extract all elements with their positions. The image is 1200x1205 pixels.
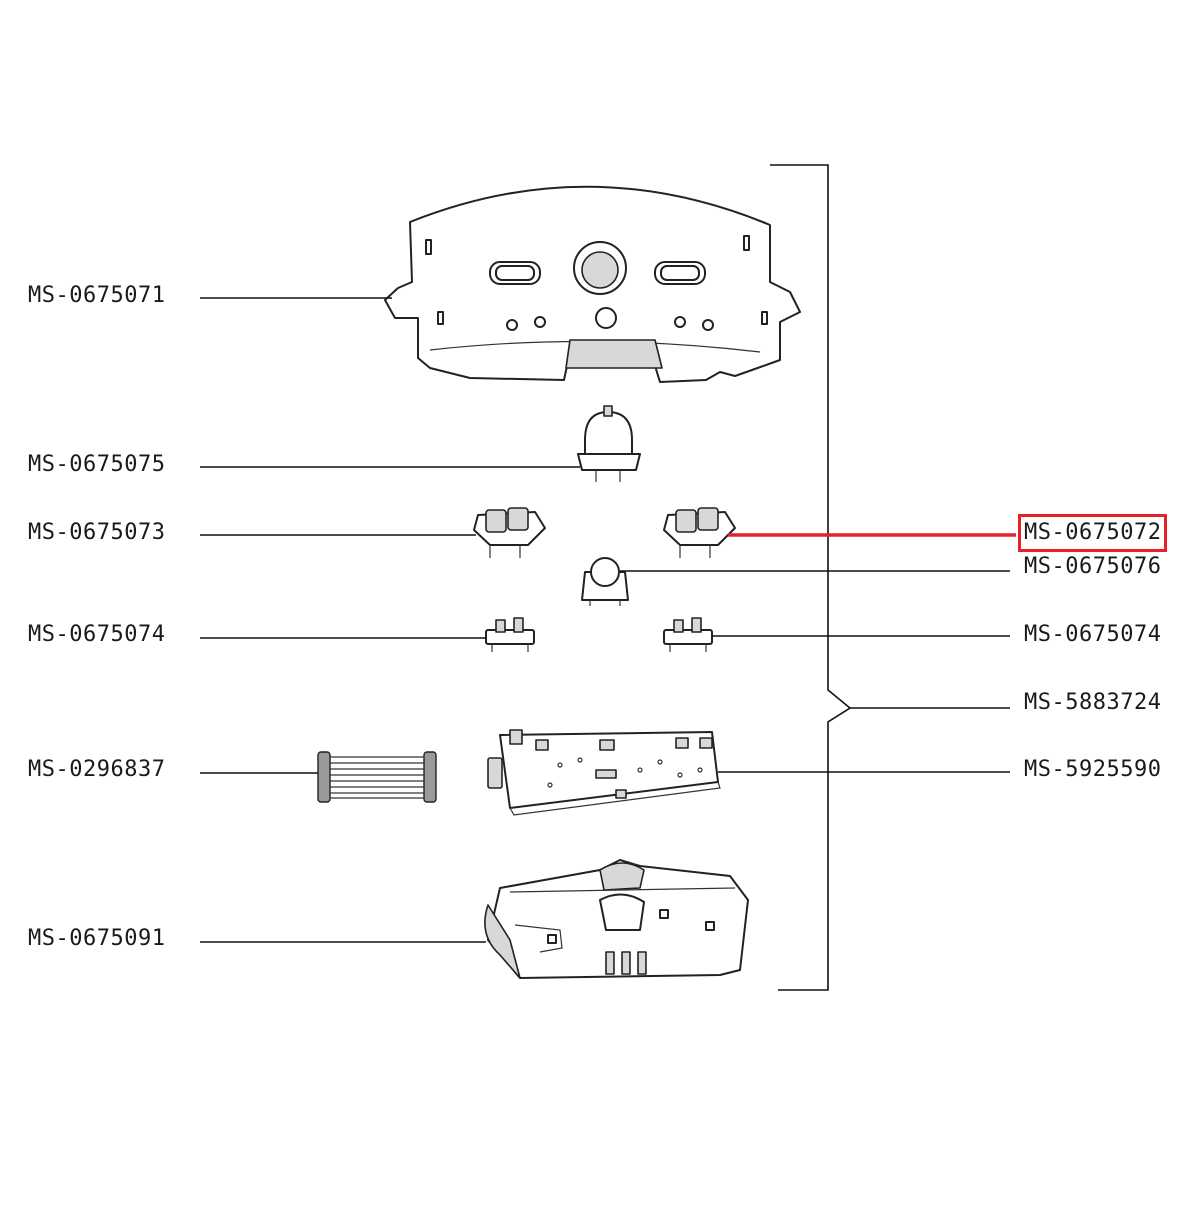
base-housing-part[interactable] [484, 859, 749, 979]
label-knob[interactable]: MS-0675075 [28, 452, 166, 477]
label-ribbon-cable[interactable]: MS-0296837 [28, 757, 166, 782]
cover-plate-part[interactable] [384, 185, 801, 383]
label-microswitch-left[interactable]: MS-0675074 [28, 622, 166, 647]
label-microswitch-right[interactable]: MS-0675074 [1024, 622, 1162, 647]
label-cover-plate[interactable]: MS-0675071 [28, 283, 166, 308]
ribbon-cable-part[interactable] [317, 751, 437, 803]
label-circuit-board[interactable]: MS-5925590 [1024, 757, 1162, 782]
switch-left-part[interactable] [473, 507, 546, 558]
circuit-board-part[interactable] [487, 729, 721, 816]
label-base-housing[interactable]: MS-0675091 [28, 926, 166, 951]
label-small-knob[interactable]: MS-0675076 [1024, 554, 1162, 579]
microswitch-right-part[interactable] [663, 617, 713, 652]
switch-right-part[interactable] [663, 507, 736, 558]
microswitch-left-part[interactable] [485, 617, 535, 652]
label-switch-right-highlighted[interactable]: MS-0675072 [1017, 514, 1168, 552]
label-switch-left[interactable]: MS-0675073 [28, 520, 166, 545]
assembly-bracket [770, 164, 1010, 991]
label-assembly[interactable]: MS-5883724 [1024, 690, 1162, 715]
small-knob-part[interactable] [581, 557, 629, 606]
knob-part[interactable] [577, 405, 641, 482]
